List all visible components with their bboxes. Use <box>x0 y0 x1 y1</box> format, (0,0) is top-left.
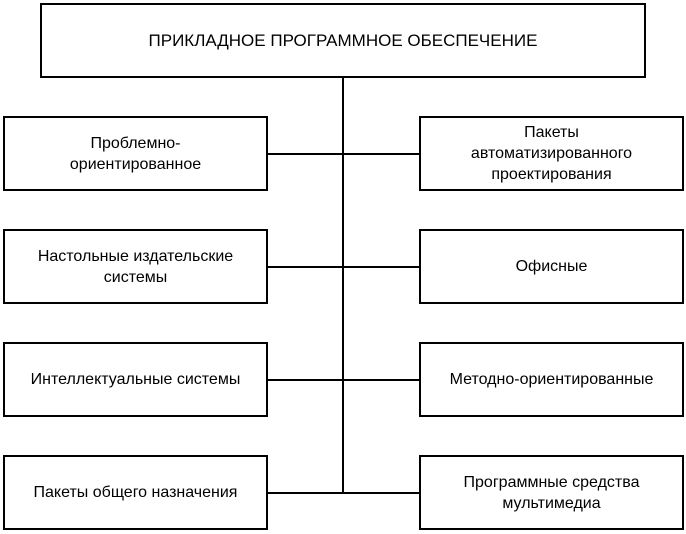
right-box-3: Методно-ориентированные <box>419 342 684 417</box>
left-box-4: Пакеты общего назначения <box>3 455 268 530</box>
box-label: Проблемно-ориентированное <box>69 134 202 173</box>
left-box-3: Интеллектуальные системы <box>3 342 268 417</box>
left-box-1: Проблемно-ориентированное <box>3 116 268 191</box>
right-box-2: Офисные <box>419 229 684 304</box>
box-label: Офисные <box>515 258 588 275</box>
trunk-line <box>342 77 344 493</box>
root-label: ПРИКЛАДНОЕ ПРОГРАММНОЕ ОБЕСПЕЧЕНИЕ <box>148 31 538 50</box>
box-label: Методно-ориентированные <box>449 371 654 388</box>
box-label: Интеллектуальные системы <box>30 371 241 388</box>
box-label: Пакеты общего назначения <box>33 484 238 501</box>
connector-4 <box>267 492 420 494</box>
connector-2 <box>267 266 420 268</box>
left-box-2: Настольные издательские системы <box>3 229 268 304</box>
connector-3 <box>267 379 420 381</box>
root-box: ПРИКЛАДНОЕ ПРОГРАММНОЕ ОБЕСПЕЧЕНИЕ <box>40 3 646 78</box>
box-label: Настольные издательские системы <box>37 247 234 286</box>
box-label: Программные средства мультимедиа <box>463 473 640 512</box>
box-label: Пакеты автоматизированного проектировани… <box>470 124 633 183</box>
right-box-1: Пакеты автоматизированного проектировани… <box>419 116 684 191</box>
connector-1 <box>267 153 420 155</box>
right-box-4: Программные средства мультимедиа <box>419 455 684 530</box>
